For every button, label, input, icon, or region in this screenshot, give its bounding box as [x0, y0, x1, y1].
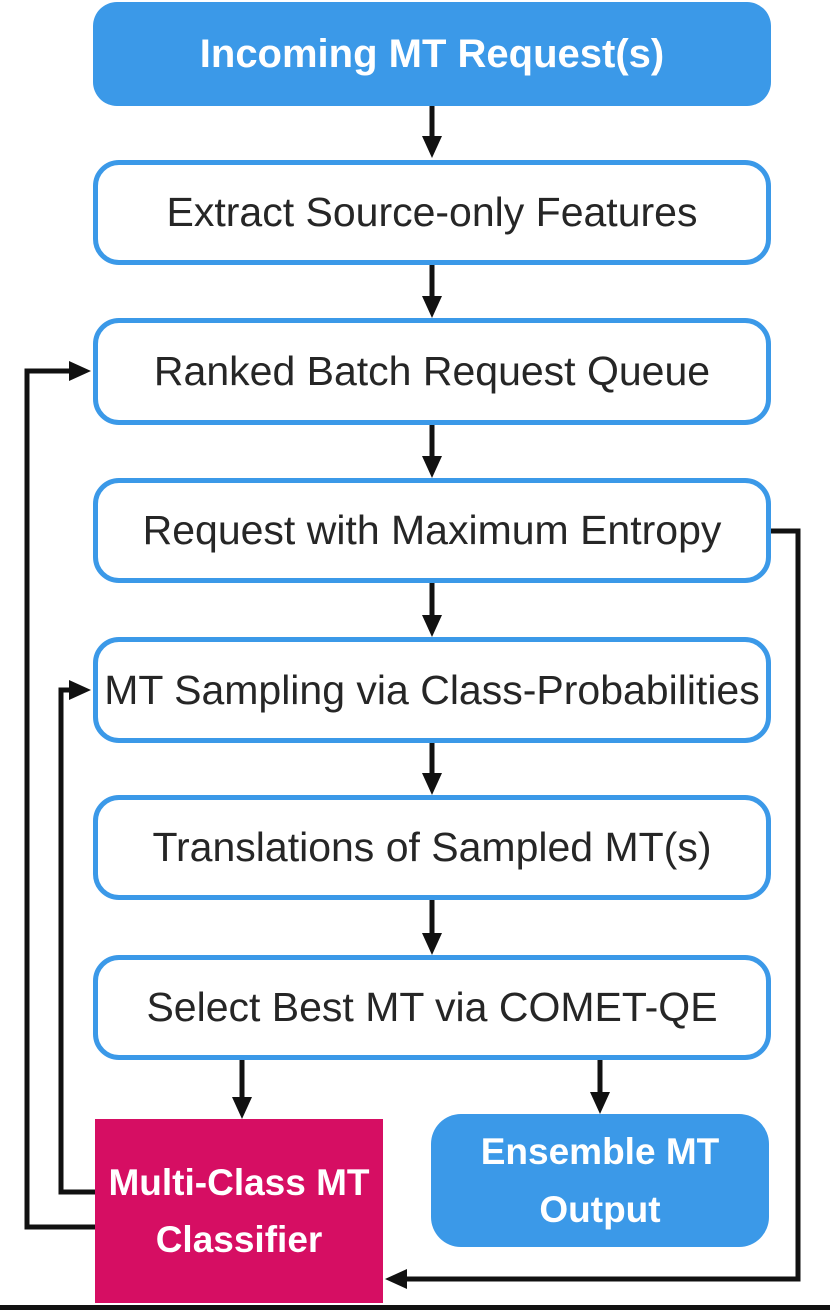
arrow-queue-to-entropy — [422, 425, 442, 478]
node-extract-source-only-features: Extract Source-only Features — [93, 160, 771, 265]
bottom-rule — [0, 1305, 830, 1310]
node-ensemble-mt-output: Ensemble MT Output — [431, 1114, 769, 1247]
node-mt-sampling-via-class-probabilities: MT Sampling via Class-Probabilities — [93, 637, 771, 743]
node-label: Ensemble MT Output — [480, 1131, 720, 1230]
node-incoming-mt-requests: Incoming MT Request(s) — [93, 2, 771, 106]
node-label: Extract Source-only Features — [166, 189, 698, 235]
arrow-incoming-to-extract — [422, 106, 442, 158]
node-request-with-maximum-entropy: Request with Maximum Entropy — [93, 478, 771, 583]
arrow-sampling-to-translations — [422, 743, 442, 795]
node-translations-of-sampled-mts: Translations of Sampled MT(s) — [93, 795, 771, 900]
node-label: Multi-Class MT Classifier — [108, 1161, 370, 1260]
node-multi-class-mt-classifier: Multi-Class MT Classifier — [95, 1119, 383, 1303]
node-ranked-batch-request-queue: Ranked Batch Request Queue — [93, 318, 771, 425]
node-label: MT Sampling via Class-Probabilities — [104, 666, 760, 713]
node-label: Request with Maximum Entropy — [142, 507, 722, 553]
node-label: Translations of Sampled MT(s) — [152, 824, 712, 870]
arrow-select-to-classifier — [232, 1060, 252, 1119]
arrow-entropy-to-sampling — [422, 583, 442, 637]
node-label: Ranked Batch Request Queue — [153, 348, 711, 394]
arrow-entropy-to-classifier-right-loop — [385, 528, 801, 1289]
arrow-classifier-to-queue-left-loop — [24, 361, 95, 1230]
arrow-extract-to-queue — [422, 265, 442, 318]
node-label: Select Best MT via COMET-QE — [146, 984, 718, 1030]
arrow-select-to-ensemble — [590, 1060, 610, 1114]
node-select-best-mt-via-comet-qe: Select Best MT via COMET-QE — [93, 955, 771, 1060]
arrow-translations-to-select — [422, 900, 442, 955]
node-label: Incoming MT Request(s) — [199, 31, 665, 76]
arrow-classifier-to-sampling-left-loop — [58, 680, 95, 1195]
